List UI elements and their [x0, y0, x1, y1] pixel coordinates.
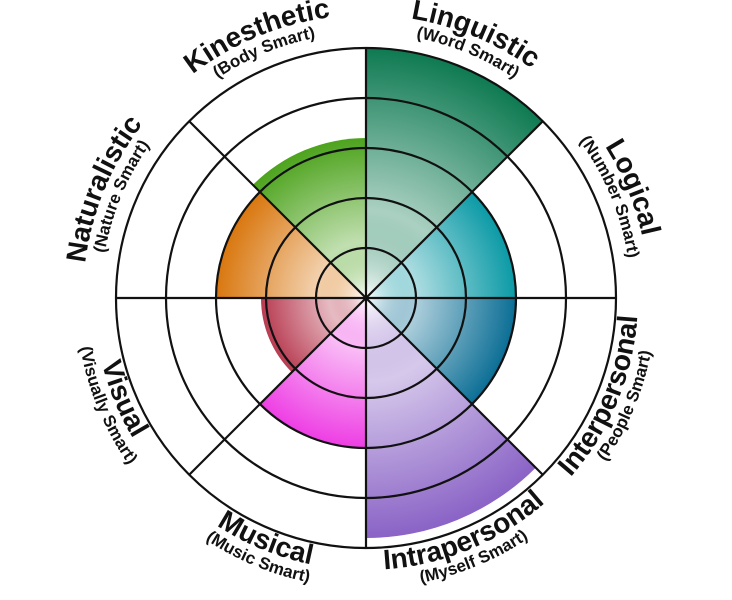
sector-logical — [366, 191, 516, 298]
sector-linguistic — [366, 48, 543, 298]
sector-naturalistic — [216, 191, 366, 298]
sector-musical — [259, 298, 366, 448]
grid-spoke — [188, 297, 367, 476]
grid-spoke — [365, 297, 544, 476]
grid-layer — [114, 46, 618, 550]
sector-interpersonal — [366, 298, 516, 405]
sectors-layer — [216, 48, 543, 538]
grid-spoke — [365, 120, 544, 299]
sector-intrapersonal — [366, 298, 536, 538]
grid-spoke — [188, 120, 367, 299]
sector-visual — [261, 298, 366, 373]
